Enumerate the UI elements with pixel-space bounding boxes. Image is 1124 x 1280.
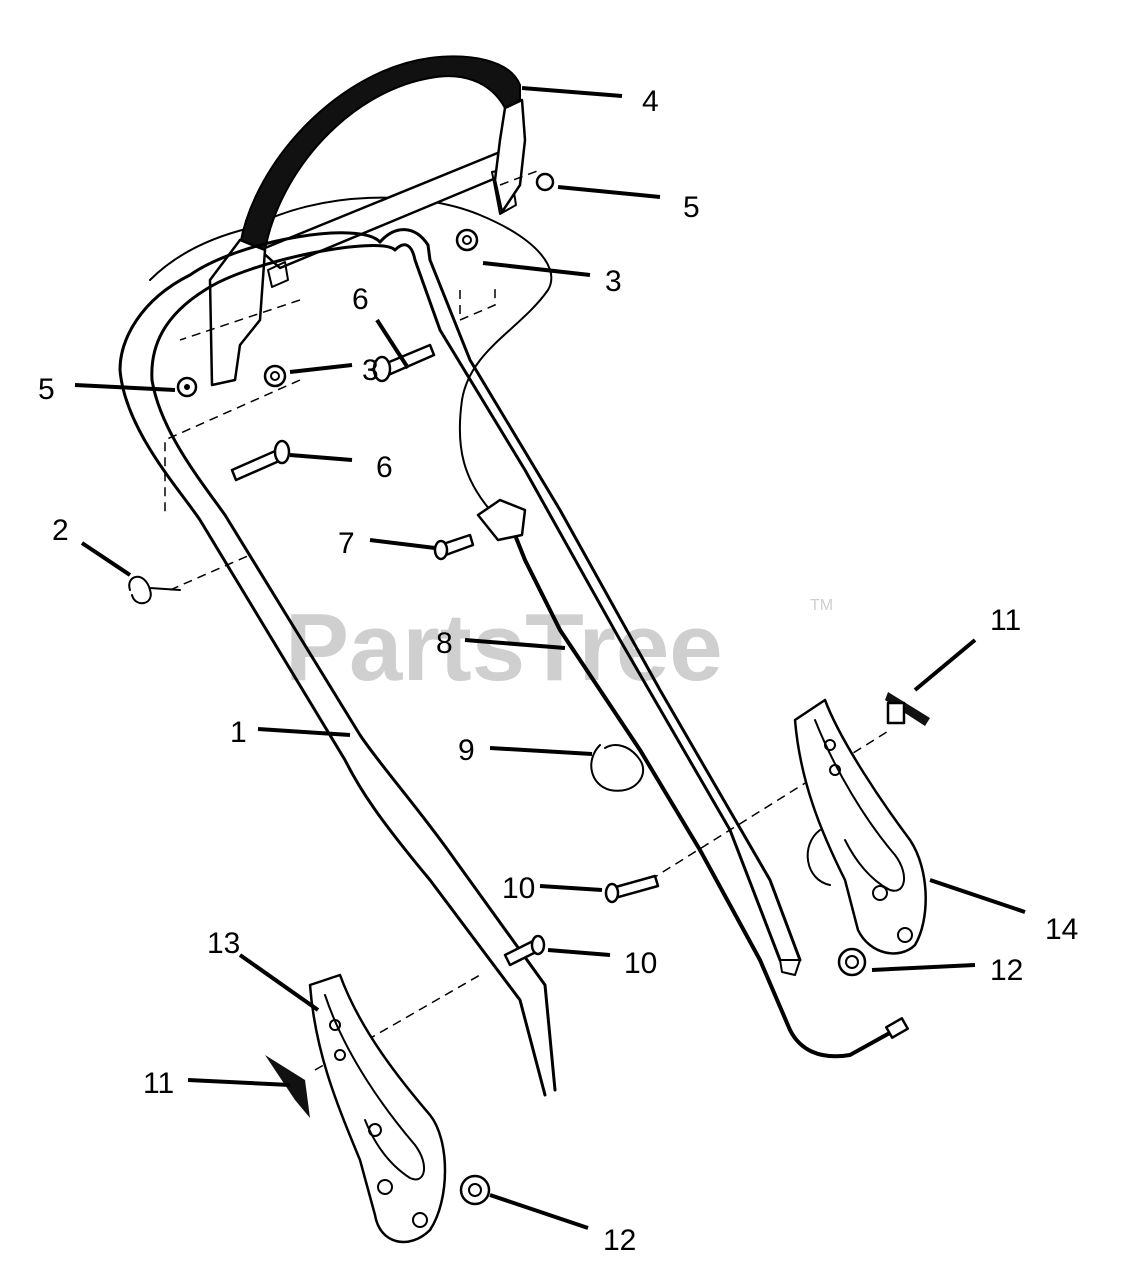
crossbar-detail bbox=[267, 261, 289, 288]
leader-6-upper bbox=[375, 318, 410, 370]
bracket-hole bbox=[824, 739, 836, 751]
bracket-hole bbox=[334, 1049, 346, 1061]
callout-1: 1 bbox=[230, 716, 247, 749]
bolt-head bbox=[530, 934, 546, 956]
align-line-1 bbox=[179, 299, 301, 341]
leader-13 bbox=[238, 953, 320, 1012]
callout-10: 10 bbox=[502, 872, 535, 905]
nut-hole bbox=[845, 955, 859, 969]
upper-handle-right-inner bbox=[393, 243, 782, 962]
bolt-head bbox=[433, 539, 449, 561]
control-cable bbox=[513, 534, 896, 1059]
leader-5-right bbox=[557, 185, 661, 199]
part-13-left-bracket bbox=[308, 973, 447, 1244]
watermark-trademark: TM bbox=[810, 597, 833, 614]
callout-5: 5 bbox=[683, 191, 700, 224]
leader-10-lower bbox=[547, 948, 611, 957]
part-9-ring bbox=[590, 744, 645, 792]
bracket-hole bbox=[412, 1212, 428, 1228]
watermark-text: PartsTree bbox=[285, 594, 723, 701]
lower-handle-left-inner bbox=[150, 244, 557, 1092]
callout-2: 2 bbox=[52, 514, 69, 547]
leader-3-right bbox=[482, 261, 591, 277]
washer-hole bbox=[270, 371, 280, 381]
bracket-rib bbox=[814, 719, 905, 892]
callout-6: 6 bbox=[352, 283, 369, 316]
nut-hole bbox=[468, 1183, 482, 1197]
leader-11-right bbox=[913, 638, 977, 692]
leader-2 bbox=[80, 541, 132, 577]
leader-5-left bbox=[74, 383, 176, 392]
part-12-nut-left bbox=[459, 1174, 491, 1206]
cable-end-fitting bbox=[884, 1017, 910, 1039]
part-5-washer-right bbox=[535, 172, 555, 192]
leader-3-left bbox=[289, 363, 353, 374]
grip-bail bbox=[238, 55, 521, 252]
part-3-washer-left bbox=[263, 364, 287, 388]
callout-11: 11 bbox=[143, 1067, 174, 1100]
leader-12-left bbox=[489, 1193, 589, 1230]
callout-6: 6 bbox=[376, 451, 393, 484]
callout-8: 8 bbox=[436, 627, 453, 660]
callout-13: 13 bbox=[207, 927, 240, 960]
bracket-rib bbox=[324, 994, 425, 1181]
bracket-hole bbox=[329, 1019, 341, 1031]
leader-6-lower bbox=[289, 453, 353, 462]
callout-3: 3 bbox=[605, 265, 622, 298]
leader-8 bbox=[464, 638, 566, 650]
align-line-6 bbox=[649, 729, 891, 881]
handle-right-end bbox=[779, 959, 801, 976]
bracket-hole bbox=[368, 1123, 382, 1137]
bracket-hole bbox=[897, 927, 913, 943]
bolt-head bbox=[604, 882, 620, 904]
callout-12: 12 bbox=[990, 954, 1023, 987]
cable-bracket bbox=[476, 498, 527, 542]
bracket-hole bbox=[872, 885, 888, 901]
align-line-7 bbox=[499, 169, 541, 186]
leader-10-upper bbox=[539, 884, 603, 892]
callout-4: 4 bbox=[642, 85, 659, 118]
leader-9 bbox=[489, 746, 593, 756]
callout-14: 14 bbox=[1045, 913, 1078, 946]
callout-10: 10 bbox=[624, 947, 657, 980]
leader-11-left bbox=[187, 1078, 291, 1087]
lower-handle-left-outer bbox=[118, 231, 547, 1097]
part-2-hairpin bbox=[128, 575, 181, 605]
callout-3: 3 bbox=[362, 354, 379, 387]
leader-12-right bbox=[871, 963, 976, 972]
leader-4 bbox=[521, 86, 623, 98]
part-11-knob-right bbox=[885, 692, 930, 726]
bolt-head bbox=[273, 439, 291, 465]
callout-12: 12 bbox=[603, 1224, 636, 1257]
bolt-head bbox=[372, 355, 392, 383]
callout-9: 9 bbox=[458, 734, 475, 767]
callout-7: 7 bbox=[338, 527, 355, 560]
align-line-2 bbox=[164, 379, 301, 515]
knob-stem bbox=[886, 701, 906, 725]
leader-1 bbox=[257, 727, 351, 737]
upper-handle-right-outer bbox=[378, 228, 802, 962]
cable-upper-left bbox=[149, 227, 251, 281]
align-line-3 bbox=[459, 285, 496, 322]
part-3-washer-right bbox=[455, 228, 479, 252]
bracket-spring bbox=[806, 829, 831, 886]
bracket-hole bbox=[377, 1179, 393, 1195]
leader-14 bbox=[929, 878, 1026, 914]
washer-hole bbox=[462, 235, 472, 245]
bracket-hole bbox=[829, 764, 841, 776]
callout-5: 5 bbox=[38, 373, 55, 406]
callout-11: 11 bbox=[990, 604, 1021, 637]
washer-hole bbox=[184, 384, 190, 390]
leader-7 bbox=[369, 538, 436, 550]
part-14-right-bracket bbox=[793, 698, 927, 955]
bail-left-arm bbox=[208, 238, 267, 387]
part-12-nut-right bbox=[837, 947, 867, 977]
bail-right-arm bbox=[493, 98, 527, 214]
